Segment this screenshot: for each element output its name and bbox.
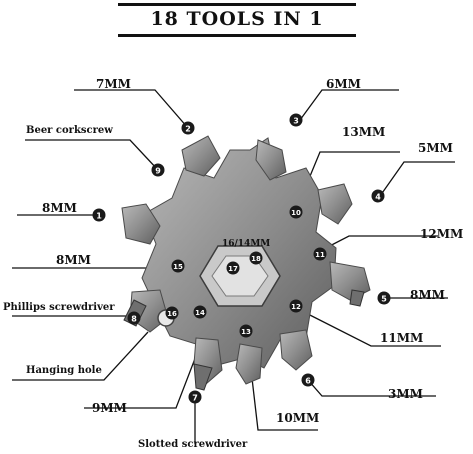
label-10mm: 10MM	[276, 411, 320, 425]
badge-11: 11	[313, 247, 327, 261]
badge-4: 4	[371, 189, 385, 203]
badge-13: 13	[239, 324, 253, 338]
svg-text:1: 1	[96, 212, 102, 221]
label-center-hex: 16/14MM	[222, 239, 271, 249]
label-13mm: 13MM	[342, 125, 386, 139]
svg-text:7: 7	[192, 394, 198, 403]
label-8mm-middle: 8MM	[56, 253, 91, 267]
svg-text:10: 10	[291, 209, 301, 217]
svg-text:9: 9	[155, 167, 161, 176]
svg-text:4: 4	[375, 193, 381, 202]
svg-text:15: 15	[173, 263, 183, 271]
label-3mm: 3MM	[388, 387, 423, 401]
label-7mm: 7MM	[96, 77, 131, 91]
svg-text:8: 8	[131, 315, 137, 324]
badges: 1 2 3 4 5 6 7 8 9 10 11 12 13 14 15 16 1…	[92, 113, 391, 404]
badge-2: 2	[181, 121, 195, 135]
badge-5: 5	[377, 291, 391, 305]
label-9mm: 9MM	[92, 401, 127, 415]
badge-16: 16	[165, 306, 179, 320]
badge-10: 10	[289, 205, 303, 219]
svg-text:11: 11	[315, 251, 325, 259]
badge-1: 1	[92, 208, 106, 222]
page-title: 18 TOOLS IN 1	[150, 8, 324, 30]
svg-text:18: 18	[251, 255, 261, 263]
badge-17: 17	[226, 261, 240, 275]
badge-7: 7	[188, 390, 202, 404]
svg-text:16: 16	[167, 310, 177, 318]
badge-12: 12	[289, 299, 303, 313]
badge-3: 3	[289, 113, 303, 127]
title-frame: 18 TOOLS IN 1	[118, 3, 356, 37]
badge-18: 18	[249, 251, 263, 265]
badge-14: 14	[193, 305, 207, 319]
label-phillips-screwdriver: Phillips screwdriver	[3, 302, 115, 313]
label-11mm: 11MM	[380, 331, 424, 345]
svg-text:14: 14	[195, 309, 205, 317]
label-slotted-screwdriver: Slotted screwdriver	[138, 439, 248, 450]
label-beer-corkscrew: Beer corkscrew	[26, 125, 113, 136]
label-hanging-hole: Hanging hole	[26, 365, 102, 376]
label-8mm-left: 8MM	[42, 201, 77, 215]
label-12mm: 12MM	[420, 227, 464, 241]
label-8mm-right: 8MM	[410, 288, 445, 302]
svg-text:6: 6	[305, 377, 311, 386]
svg-text:5: 5	[381, 295, 387, 304]
label-6mm: 6MM	[326, 77, 361, 91]
badge-15: 15	[171, 259, 185, 273]
badge-9: 9	[151, 163, 165, 177]
svg-text:3: 3	[293, 117, 299, 126]
badge-8: 8	[127, 311, 141, 325]
label-5mm: 5MM	[418, 141, 453, 155]
svg-text:12: 12	[291, 303, 301, 311]
svg-text:2: 2	[185, 125, 191, 134]
badge-6: 6	[301, 373, 315, 387]
svg-text:17: 17	[228, 265, 238, 273]
svg-text:13: 13	[241, 328, 251, 336]
